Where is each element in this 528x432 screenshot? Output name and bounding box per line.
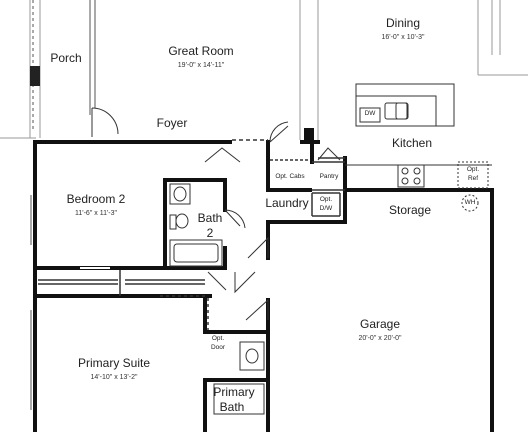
porch-column <box>30 66 40 86</box>
opt-dw-label-line1: Opt. <box>319 196 333 203</box>
bath2-number: 2 <box>206 226 214 240</box>
door-swings <box>204 121 341 321</box>
kitchen-island <box>355 83 455 127</box>
laundry-label: Laundry <box>265 196 309 210</box>
garage-label: Garage <box>359 317 401 331</box>
primary-bath-fixtures <box>213 341 265 415</box>
bath2-label: Bath <box>197 211 223 225</box>
primary-suite-dimensions: 14'-10" x 13'-2" <box>90 374 138 381</box>
kitchen-label: Kitchen <box>391 136 433 150</box>
opt-door-label-line2: Door <box>210 344 226 351</box>
great-room-label: Great Room <box>168 44 234 58</box>
foyer-label: Foyer <box>156 116 188 130</box>
interior-walls <box>38 139 345 330</box>
dining-label: Dining <box>385 16 421 30</box>
bath2-fixtures <box>169 183 223 267</box>
bedroom2-label: Bedroom 2 <box>66 192 126 206</box>
opt-dw-label-line2: D/W <box>319 205 333 212</box>
water-heater-label: WH <box>464 199 476 206</box>
front-door-swing <box>91 107 119 137</box>
dining-dimensions: 16'-0" x 10'-3" <box>381 34 425 41</box>
primary-bath-label-line1: Primary <box>213 385 255 399</box>
pantry-label: Pantry <box>319 173 339 180</box>
great-room-dimensions: 19'-0" x 14'-11" <box>177 62 225 69</box>
primary-bath-label-line2: Bath <box>219 400 245 414</box>
opt-cabs-label: Opt. Cabs <box>275 173 305 180</box>
porch-posts <box>32 0 96 130</box>
storage-label: Storage <box>388 203 432 217</box>
opt-door-label-line1: Opt. <box>211 335 225 342</box>
opt-ref-label-line2: Ref <box>467 175 479 182</box>
thin-lines <box>0 0 528 140</box>
primary-suite-label: Primary Suite <box>77 356 151 370</box>
opt-ref-label-line1: Opt. <box>466 166 480 173</box>
windows <box>30 195 110 410</box>
porch-label: Porch <box>50 51 82 65</box>
dishwasher-label: DW <box>364 110 376 117</box>
garage-dimensions: 20'-0" x 20'-0" <box>358 335 402 342</box>
bedroom2-dimensions: 11'-6" x 11'-3" <box>74 210 118 217</box>
range <box>397 164 425 188</box>
